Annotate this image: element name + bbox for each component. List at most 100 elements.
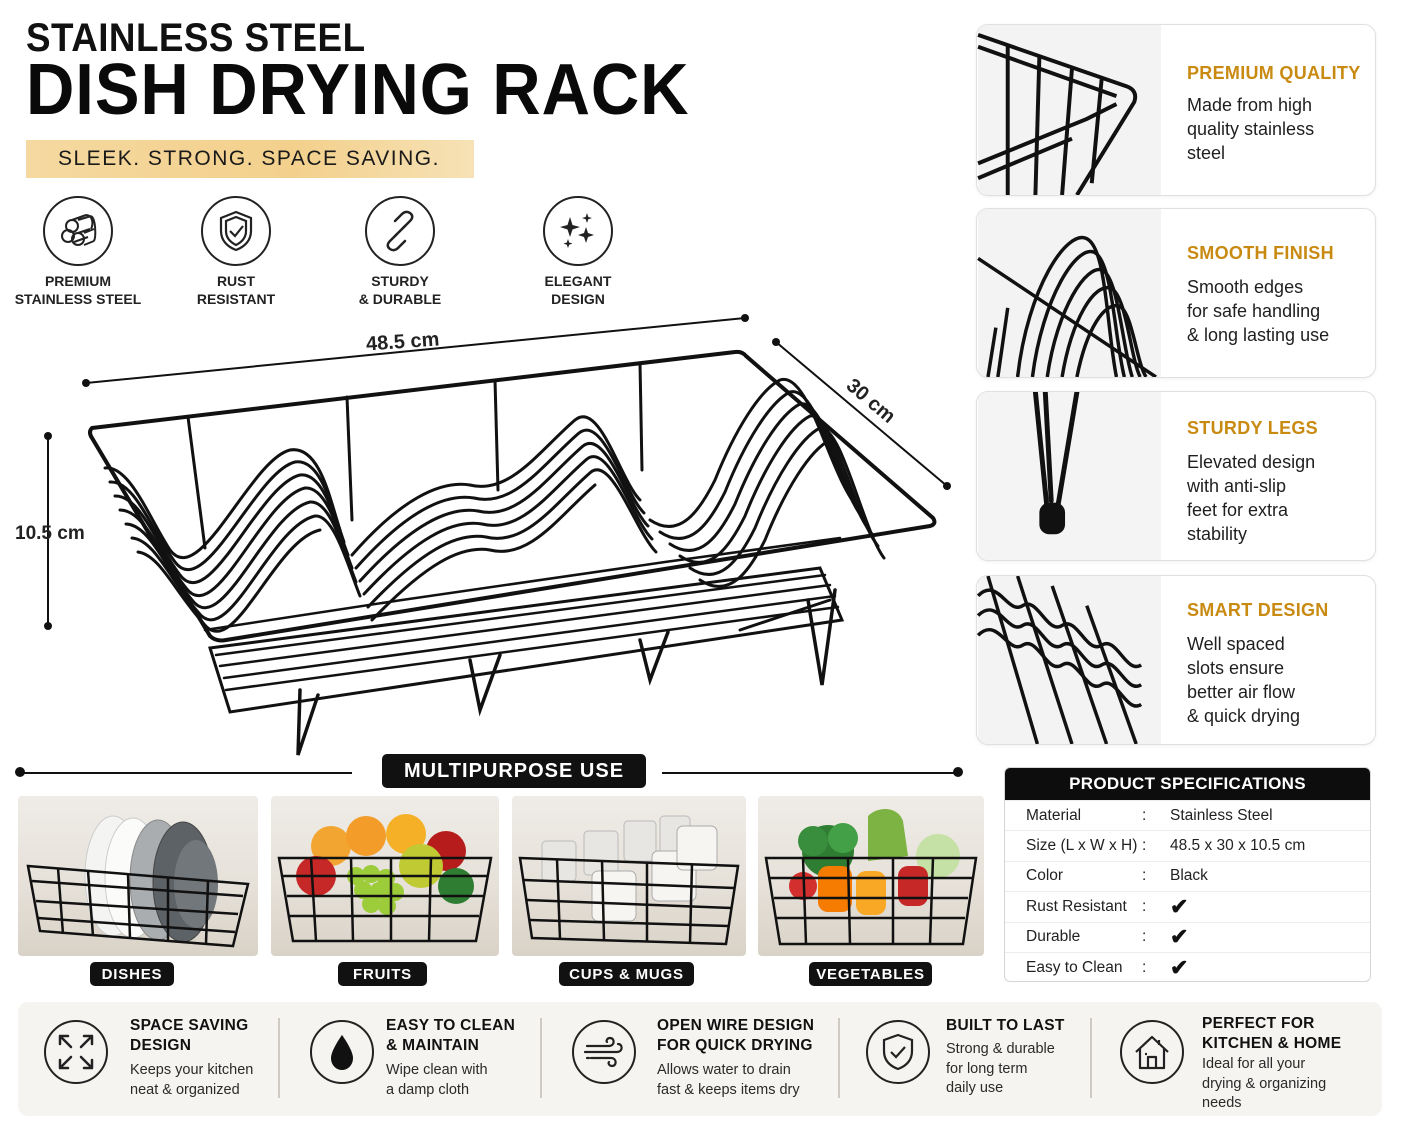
rack-fingers-closeup (977, 209, 1161, 377)
benefit-divider (278, 1018, 280, 1098)
shield-check-icon (201, 196, 271, 266)
rack-slots-closeup (977, 576, 1161, 744)
card-sturdy-legs: STURDY LEGS Elevated design with anti-sl… (976, 391, 1376, 561)
feature-label-line2: RESISTANT (196, 291, 276, 307)
benefit-space-saving: SPACE SAVING DESIGN Keeps your kitchen nea… (44, 1002, 284, 1116)
spec-value: Black (1170, 867, 1208, 885)
tagline-banner: SLEEK. STRONG. SPACE SAVING. (26, 140, 474, 178)
spec-row: Durable : ✔ (1005, 921, 1370, 952)
spec-row: Size (L x W x H) : 48.5 x 30 x 10.5 cm (1005, 830, 1370, 860)
subtitle: STAINLESS STEEL (26, 16, 366, 60)
card-desc-line: Smooth edges (1187, 277, 1304, 297)
benefit-desc-line: daily use (946, 1080, 1004, 1096)
card-desc-line: & long lasting use (1187, 325, 1330, 345)
card-desc-line: & quick drying (1187, 706, 1301, 726)
card-description: Smooth edges for safe handling & long la… (1187, 275, 1367, 347)
spec-key: Easy to Clean (1026, 958, 1123, 976)
house-icon (1120, 1020, 1184, 1084)
use-label-cups: CUPS & MUGS (559, 962, 694, 986)
shield-check-icon (866, 1020, 930, 1084)
card-title: STURDY LEGS (1187, 418, 1318, 438)
card-title: SMART DESIGN (1187, 600, 1329, 620)
benefits-bar: SPACE SAVING DESIGN Keeps your kitchen nea… (18, 1002, 1382, 1116)
spec-row: Easy to Clean : ✔ (1005, 951, 1370, 981)
card-desc-line: Well spaced (1187, 634, 1285, 654)
spec-key: Material (1026, 806, 1082, 824)
wind-icon (572, 1020, 636, 1084)
spec-key: Durable (1026, 928, 1081, 946)
card-desc-line: stability (1187, 524, 1248, 544)
use-photo-cups (512, 796, 746, 956)
benefit-desc-line: Ideal for all your (1202, 1056, 1306, 1072)
feature-label-line1: ELEGANT (544, 273, 612, 289)
benefit-title-line: & MAINTAIN (386, 1037, 480, 1054)
use-label-dishes: DISHES (90, 962, 174, 986)
spec-separator: : (1142, 928, 1147, 946)
benefit-desc-line: Wipe clean with (386, 1062, 488, 1078)
benefit-title-line: OPEN WIRE DESIGN (657, 1017, 815, 1034)
chain-link-icon (365, 196, 435, 266)
use-photo-vegetables (758, 796, 984, 956)
feature-sturdy-durable: STURDY & DURABLE (325, 196, 475, 308)
benefit-title-line: FOR QUICK DRYING (657, 1037, 813, 1054)
use-label-vegetables: VEGETABLES (809, 962, 932, 986)
benefit-title-line: DESIGN (130, 1037, 192, 1054)
card-desc-line: feet for extra (1187, 500, 1289, 520)
benefit-desc-line: drying & organizing (1202, 1075, 1327, 1092)
feature-label-line2: & DURABLE (358, 291, 442, 307)
spec-row: Rust Resistant : ✔ (1005, 891, 1370, 921)
spec-row: Color : Black (1005, 860, 1370, 891)
spec-row: Material : Stainless Steel (1005, 800, 1370, 830)
water-drop-icon (310, 1020, 374, 1084)
use-label-fruits: FRUITS (338, 962, 427, 986)
benefit-divider (540, 1018, 542, 1098)
divider-dot-right (953, 767, 963, 777)
benefit-title-line: KITCHEN & HOME (1202, 1035, 1342, 1052)
height-label: 10.5 cm (15, 523, 85, 544)
feature-label-line1: RUST (216, 273, 256, 289)
benefit-desc-line: needs (1202, 1095, 1242, 1111)
benefit-desc-line: for long term (946, 1060, 1028, 1077)
card-description: Made from high quality stainless steel (1187, 93, 1367, 165)
card-desc-line: better air flow (1187, 682, 1296, 702)
spec-value: Stainless Steel (1170, 806, 1273, 824)
spec-key: Size (L x W x H) (1026, 837, 1138, 855)
divider-line-right (662, 772, 958, 774)
card-desc-line: quality stainless (1187, 119, 1315, 139)
card-title: PREMIUM QUALITY (1187, 63, 1361, 83)
spec-separator: : (1142, 958, 1147, 976)
benefit-desc-line: fast & keeps items dry (657, 1081, 800, 1098)
spec-separator: : (1142, 806, 1147, 824)
benefit-desc-line: Keeps your kitchen (130, 1062, 254, 1078)
benefit-title-line: SPACE SAVING (130, 1017, 249, 1034)
tagline-text: SLEEK. STRONG. SPACE SAVING. (58, 147, 440, 170)
rack-illustration (44, 314, 951, 756)
benefit-title-line: BUILT TO LAST (946, 1017, 1065, 1034)
card-desc-line: steel (1187, 143, 1226, 163)
spec-key: Rust Resistant (1026, 897, 1127, 915)
benefit-title: SPACE SAVING DESIGN (130, 1016, 248, 1056)
page-title: DISH DRYING RACK (26, 50, 690, 130)
spec-separator: : (1142, 837, 1147, 855)
spec-table: PRODUCT SPECIFICATIONS Material : Stainl… (1004, 767, 1371, 982)
card-premium-quality: PREMIUM QUALITY Made from high quality s… (976, 24, 1376, 196)
use-photo-dishes (18, 796, 258, 956)
spec-separator: : (1142, 867, 1147, 885)
benefit-open-wire: OPEN WIRE DESIGN FOR QUICK DRYING Allows … (572, 1002, 832, 1116)
card-description: Well spaced slots ensure better air flow… (1187, 632, 1367, 728)
benefit-desc-line: neat & organized (130, 1081, 240, 1098)
feature-label-line1: STURDY (371, 273, 429, 289)
card-desc-line: for safe handling (1187, 301, 1321, 321)
spec-separator: : (1142, 897, 1147, 915)
card-desc-line: Elevated design (1187, 452, 1316, 472)
feature-label-line1: PREMIUM (44, 273, 112, 289)
card-desc-line: with anti-slip (1187, 476, 1287, 496)
